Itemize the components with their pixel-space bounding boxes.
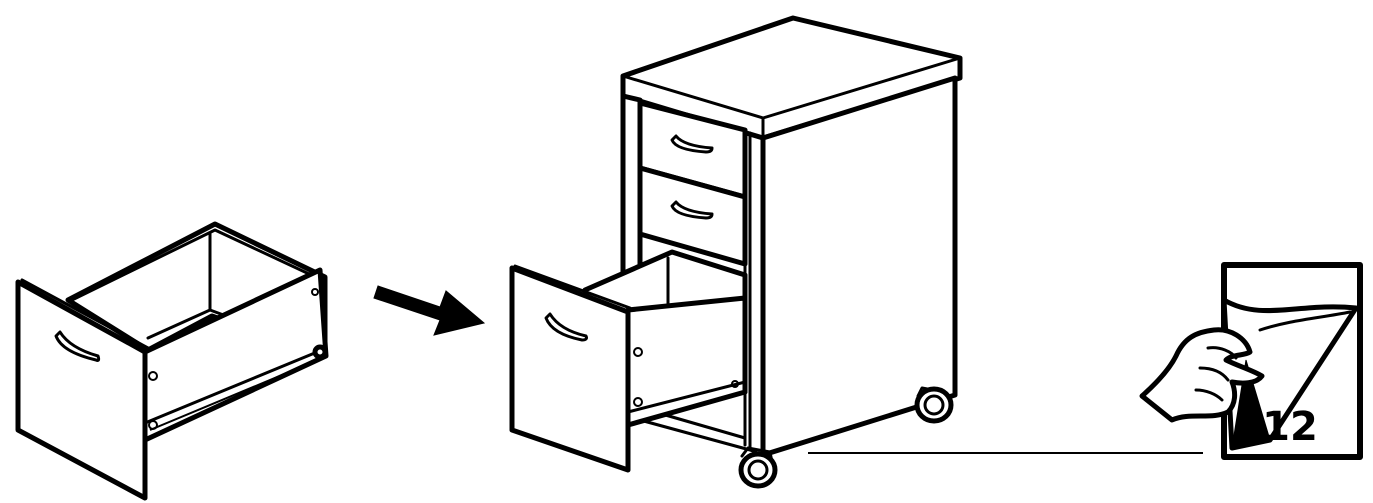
loose-drawer: [15, 221, 329, 501]
right-arrow-icon: [373, 285, 486, 336]
upper-drawer-handle: [670, 134, 714, 154]
bottom-drawer-side: [625, 295, 748, 428]
caster-rear: [914, 386, 954, 424]
bottom-drawer-front: [509, 265, 631, 473]
caster-front: [738, 446, 778, 489]
drawer-cabinet: [509, 15, 963, 489]
middle-drawer-handle: [670, 200, 714, 220]
drawer-runner: [143, 348, 324, 425]
bottom-drawer-handle: [544, 312, 588, 342]
page-number: 12: [1262, 404, 1318, 450]
drawer-front-panel: [15, 279, 148, 501]
cabinet-side-panel: [760, 75, 958, 458]
drawer-handle: [54, 330, 101, 362]
turn-page-icon: 12: [1139, 262, 1363, 460]
